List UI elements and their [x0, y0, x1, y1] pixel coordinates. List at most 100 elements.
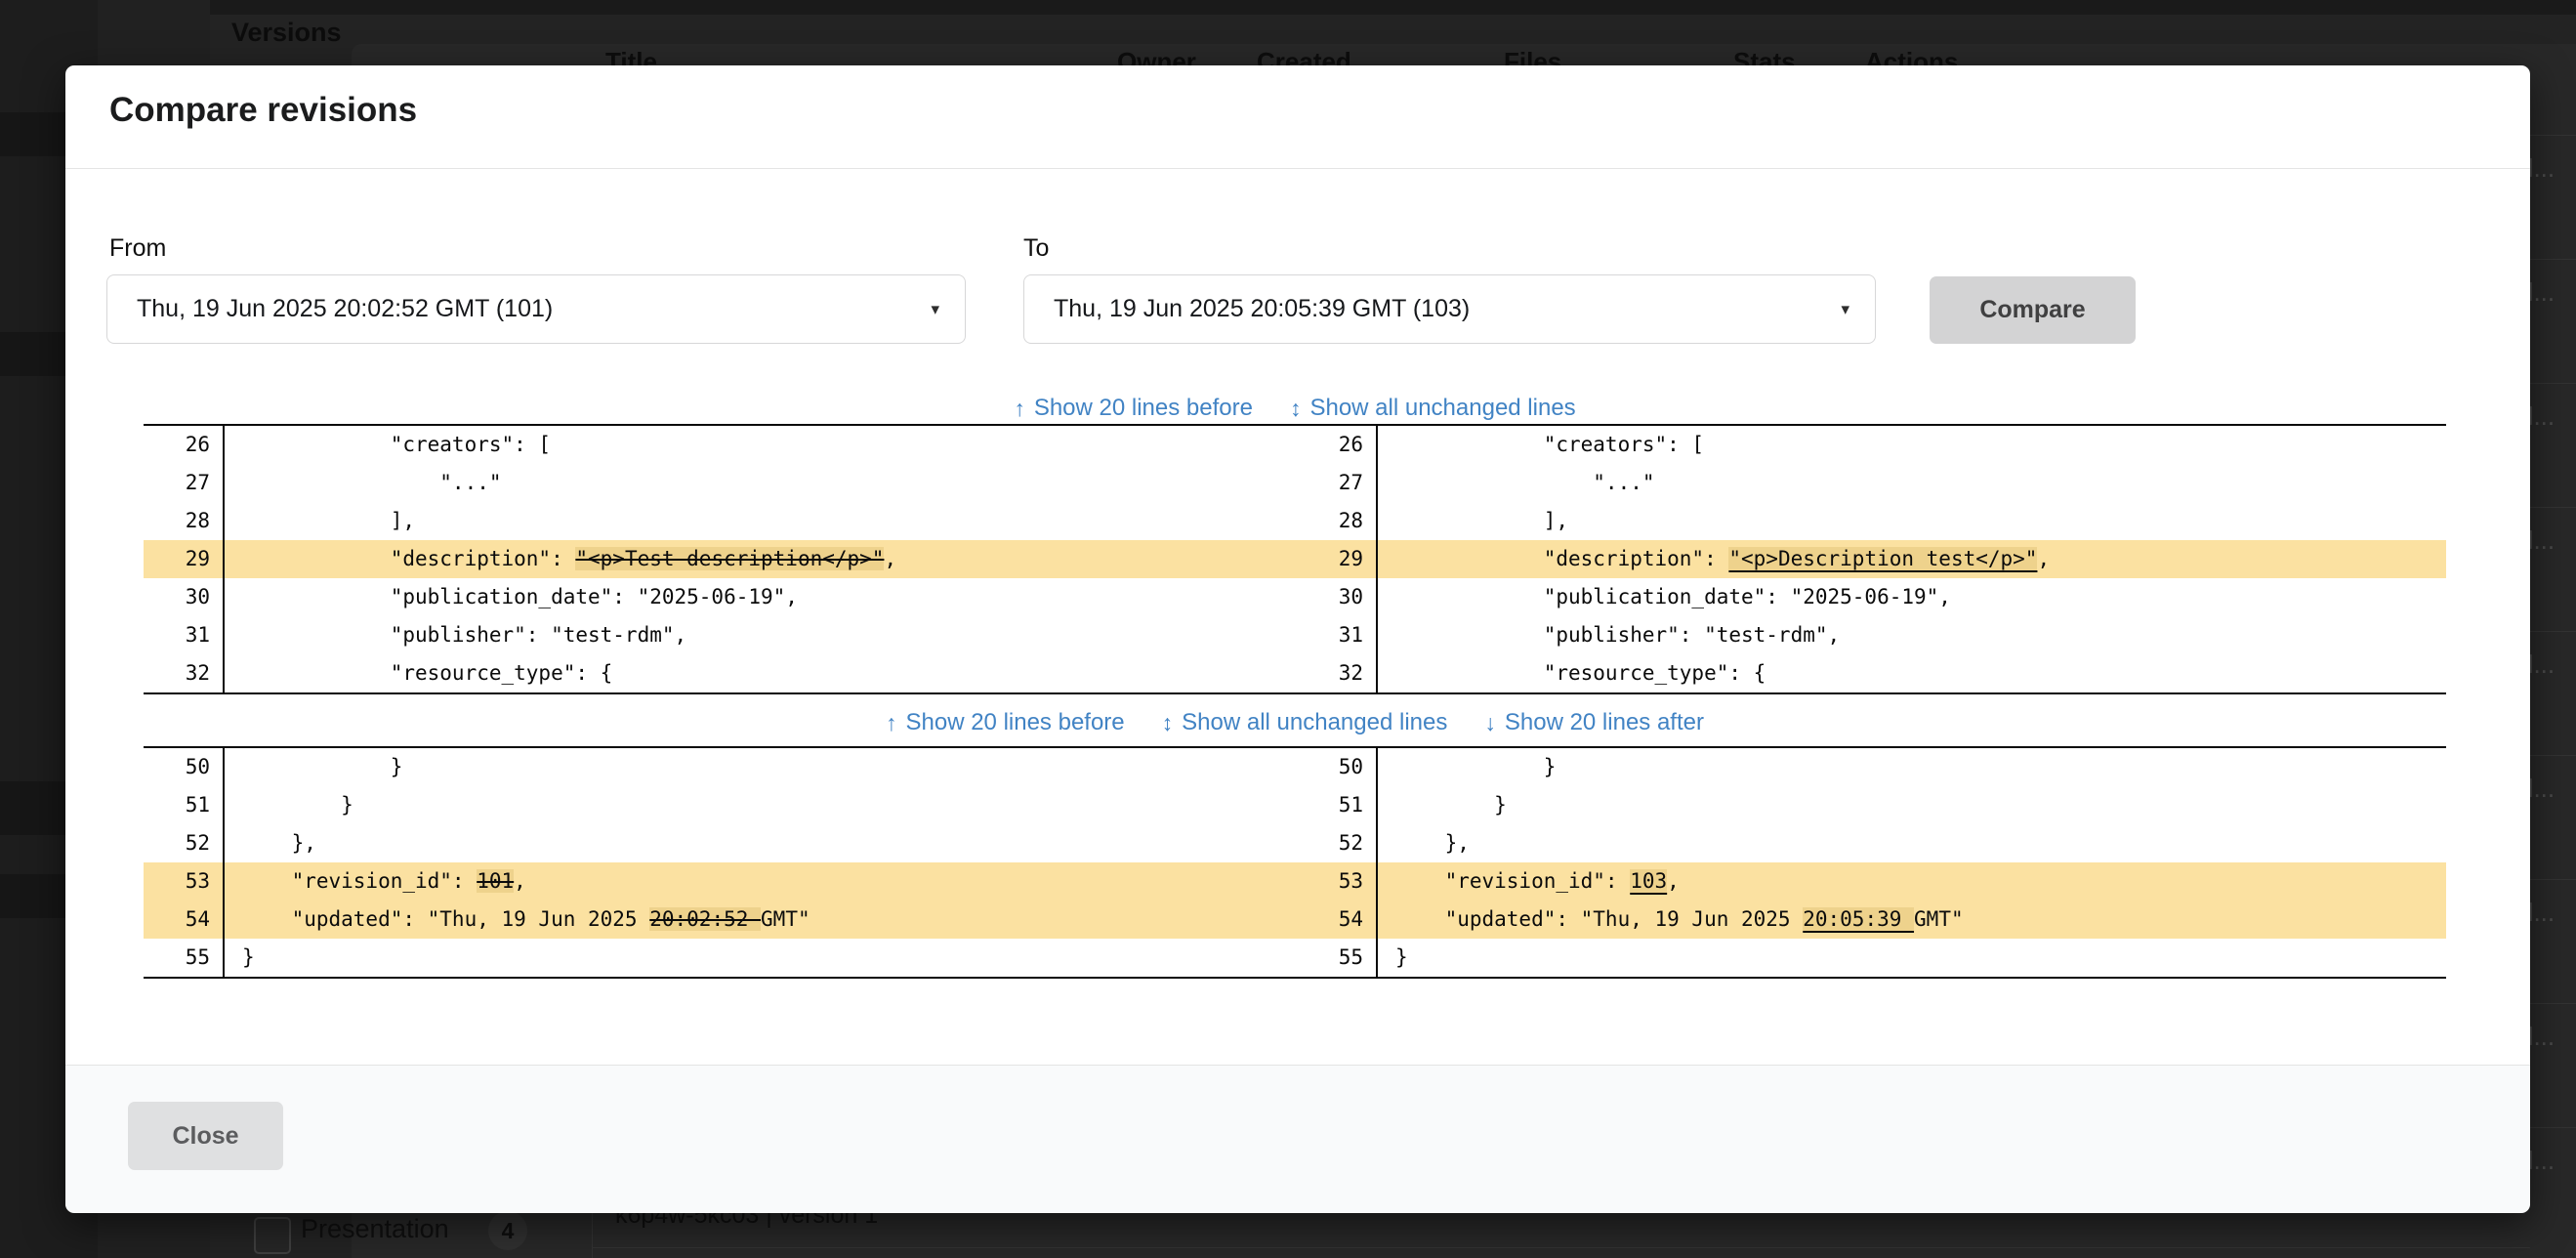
diff-expander-row-top: ↑Show 20 lines before ↕ Show all unchanged… [144, 391, 2446, 426]
backdrop-row-divider [592, 1247, 2530, 1248]
code-text: "publisher": "test-rdm", [1395, 623, 1841, 647]
modal-footer: Close [65, 1065, 2530, 1213]
code-line-right: "description": "<p>Description test</p>"… [1378, 540, 2446, 578]
compare-revisions-modal: Compare revisions From Thu, 19 Jun 2025 … [65, 65, 2530, 1213]
expand-arrow-icon: ↕ [1161, 709, 1174, 735]
line-number-left: 50 [144, 748, 225, 786]
expand-arrow-icon: ↑ [1014, 395, 1025, 421]
line-number-right: 27 [1295, 464, 1378, 502]
code-line-left: "description": "<p>Test description</p>"… [225, 540, 1295, 578]
line-number-right: 29 [1295, 540, 1378, 578]
diff-row: 27 "..."27 "..." [144, 464, 2446, 502]
line-number-left: 27 [144, 464, 225, 502]
code-text: } [1395, 945, 1408, 969]
code-text: }, [1395, 831, 1470, 855]
diff-row: 26 "creators": [26 "creators": [ [144, 426, 2446, 464]
line-number-left: 51 [144, 786, 225, 824]
versions-heading: Versions [231, 18, 342, 47]
line-number-left: 55 [144, 939, 225, 977]
backdrop-row-divider [2530, 507, 2576, 508]
backdrop-row-divider [2530, 135, 2576, 136]
show-lines-link[interactable]: ↕ Show all unchanged lines [1290, 395, 1576, 422]
code-line-left: "publication_date": "2025-06-19", [225, 578, 1295, 616]
code-line-right: } [1378, 786, 2446, 824]
backdrop-row-divider [2530, 1127, 2576, 1128]
code-line-left: "..." [225, 464, 1295, 502]
code-line-right: "revision_id": 103, [1378, 862, 2446, 901]
code-text: "publisher": "test-rdm", [242, 623, 687, 647]
code-line-left: "resource_type": { [225, 654, 1295, 692]
backdrop-divider [592, 1212, 593, 1258]
backdrop-row-divider [2530, 383, 2576, 384]
code-text: "..." [1395, 471, 1655, 494]
code-line-right: "resource_type": { [1378, 654, 2446, 692]
line-number-left: 28 [144, 502, 225, 540]
close-button[interactable]: Close [128, 1102, 283, 1170]
line-number-right: 31 [1295, 616, 1378, 654]
compare-button[interactable]: Compare [1930, 276, 2136, 344]
code-text: , [514, 869, 526, 893]
diff-row: 54 "updated": "Thu, 19 Jun 2025 20:02:52… [144, 901, 2446, 939]
code-text: GMT" [761, 907, 810, 931]
show-lines-link[interactable]: ↓ Show 20 lines after [1484, 709, 1704, 736]
expander-label: Show all unchanged lines [1309, 395, 1576, 421]
diff-row: 52 },52 }, [144, 824, 2446, 862]
code-text: } [242, 945, 255, 969]
code-line-right: "publication_date": "2025-06-19", [1378, 578, 2446, 616]
diff-row: 29 "description": "<p>Test description</… [144, 540, 2446, 578]
from-revision-dropdown[interactable]: Thu, 19 Jun 2025 20:02:52 GMT (101) ▾ [106, 274, 966, 344]
diff-hunk-2: 50 }50 }51 }51 }52 },52 },53 "revision_i… [144, 746, 2446, 979]
code-text: "description": [242, 547, 576, 570]
diff-row: 28 ],28 ], [144, 502, 2446, 540]
added-token: "<p>Description test</p>" [1728, 547, 2038, 570]
backdrop-row-divider [2530, 259, 2576, 260]
line-number-left: 31 [144, 616, 225, 654]
removed-token: 20:02:52 [649, 907, 762, 931]
code-text: } [1395, 793, 1507, 817]
line-number-right: 50 [1295, 748, 1378, 786]
diff-row: 30 "publication_date": "2025-06-19",30 "… [144, 578, 2446, 616]
diff-hunk-1: 26 "creators": [26 "creators": [27 "..."… [144, 424, 2446, 694]
code-text: "publication_date": "2025-06-19", [1395, 585, 1951, 608]
show-lines-link[interactable]: ↕Show all unchanged lines [1162, 709, 1448, 736]
show-lines-link[interactable]: ↑ Show 20 lines before [886, 709, 1125, 736]
line-number-left: 32 [144, 654, 225, 692]
line-number-right: 28 [1295, 502, 1378, 540]
to-revision-dropdown[interactable]: Thu, 19 Jun 2025 20:05:39 GMT (103) ▾ [1023, 274, 1876, 344]
expand-arrow-icon: ↕ [1289, 395, 1302, 421]
code-text: } [242, 793, 353, 817]
added-token: 20:05:39 [1803, 907, 1915, 931]
expand-arrow-icon: ↑ [886, 709, 897, 735]
code-text: "updated": "Thu, 19 Jun 2025 [242, 907, 650, 931]
code-line-right: }, [1378, 824, 2446, 862]
code-line-right: "publisher": "test-rdm", [1378, 616, 2446, 654]
show-lines-link[interactable]: ↑Show 20 lines before [1014, 395, 1253, 422]
expand-arrow-icon: ↓ [1484, 709, 1496, 735]
chevron-down-icon: ▾ [931, 299, 939, 318]
code-text: "creators": [ [242, 433, 552, 456]
diff-row: 55}55} [144, 939, 2446, 977]
code-line-right: "updated": "Thu, 19 Jun 2025 20:05:39 GM… [1378, 901, 2446, 939]
code-line-right: "..." [1378, 464, 2446, 502]
expander-label: Show 20 lines before [905, 709, 1125, 735]
facet-label: Presentation [301, 1214, 449, 1243]
code-line-right: "creators": [ [1378, 426, 2446, 464]
from-revision-value: Thu, 19 Jun 2025 20:02:52 GMT (101) [137, 295, 554, 322]
diff-row: 32 "resource_type": {32 "resource_type":… [144, 654, 2446, 692]
diff-row: 51 }51 } [144, 786, 2446, 824]
diff-row: 50 }50 } [144, 748, 2446, 786]
expander-label: Show 20 lines after [1504, 709, 1704, 735]
chevron-down-icon: ▾ [1841, 299, 1849, 318]
line-number-left: 54 [144, 901, 225, 939]
modal-header: Compare revisions [65, 65, 2530, 169]
code-line-left: "updated": "Thu, 19 Jun 2025 20:02:52 GM… [225, 901, 1295, 939]
removed-token: "<p>Test description</p>" [575, 547, 885, 570]
code-text: "revision_id": [1395, 869, 1631, 893]
code-text: "revision_id": [242, 869, 478, 893]
added-token: 103 [1630, 869, 1668, 893]
modal-title: Compare revisions [109, 91, 418, 129]
line-number-right: 26 [1295, 426, 1378, 464]
code-text: "creators": [ [1395, 433, 1705, 456]
code-text: GMT" [1914, 907, 1964, 931]
from-label: From [109, 234, 167, 262]
